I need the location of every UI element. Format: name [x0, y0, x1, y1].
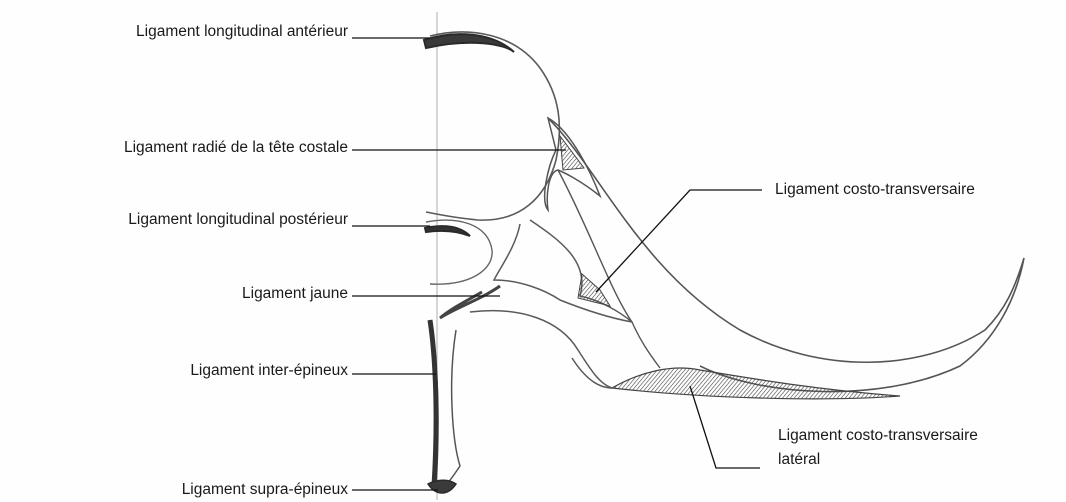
- transverse-process: [530, 220, 632, 322]
- label-lateral-costotransverse-ligament-line2: latéral: [778, 450, 820, 469]
- vertebral-body: [426, 32, 559, 220]
- supraspinous-ligament: [428, 480, 456, 493]
- label-supraspinous-ligament: Ligament supra-épineux: [182, 480, 348, 499]
- label-costotransverse-ligament: Ligament costo-transversaire: [775, 180, 975, 199]
- rib-body: [548, 118, 1024, 392]
- label-interspinous-ligament: Ligament inter-épineux: [190, 361, 348, 380]
- spinous-process-outline: [470, 311, 612, 388]
- rib-neck: [558, 170, 660, 368]
- costotransverse-ligament-mark: [578, 274, 610, 306]
- label-ligamentum-flavum: Ligament jaune: [242, 284, 348, 303]
- leader-costotransverse: [596, 190, 762, 292]
- lamina: [440, 286, 500, 318]
- label-lateral-costotransverse-ligament-line1: Ligament costo-transversaire: [778, 426, 978, 445]
- interspinous-ligament: [430, 320, 436, 486]
- label-posterior-longitudinal-ligament: Ligament longitudinal postérieur: [128, 210, 348, 229]
- anterior-longitudinal-ligament: [424, 34, 514, 52]
- lateral-costotransverse-ligament: [612, 368, 900, 399]
- label-anterior-longitudinal-ligament: Ligament longitudinal antérieur: [136, 22, 348, 41]
- label-radiate-ligament: Ligament radié de la tête costale: [124, 138, 348, 157]
- posterior-longitudinal-ligament: [425, 226, 470, 236]
